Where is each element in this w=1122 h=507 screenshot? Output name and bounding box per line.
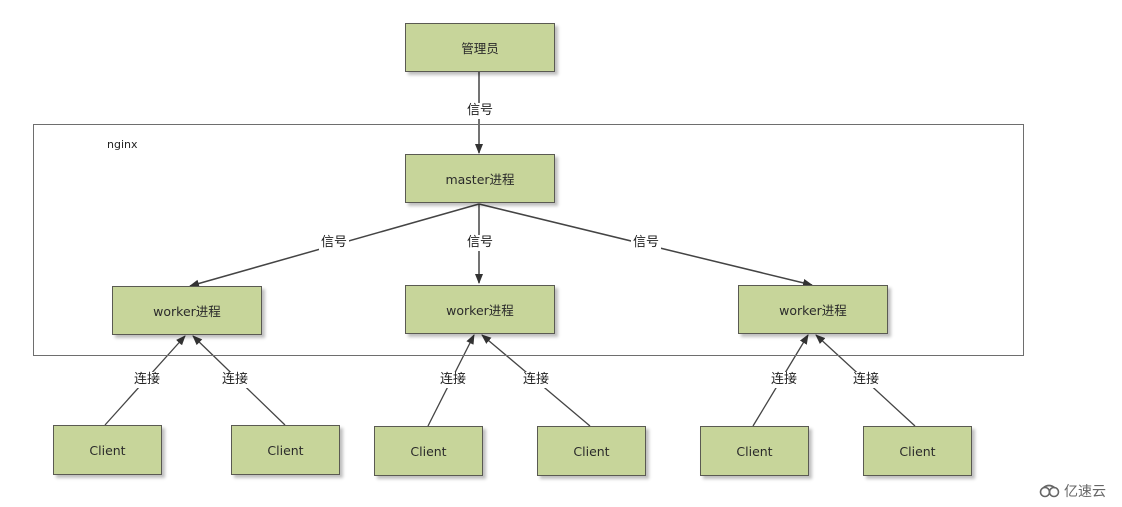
nginx-label: nginx: [107, 138, 138, 151]
connect-label: 连接: [437, 372, 469, 388]
cloud-logo-icon: [1039, 484, 1060, 498]
master-process-box: master进程: [405, 154, 555, 203]
manager-box: 管理员: [405, 23, 555, 72]
connect-label: 连接: [219, 372, 251, 388]
nginx-container: [33, 124, 1024, 356]
worker-process-box: worker进程: [405, 285, 555, 334]
client-box: Client: [863, 426, 972, 476]
connect-label: 连接: [520, 372, 552, 388]
worker-process-box: worker进程: [112, 286, 262, 335]
signal-label: 信号: [318, 235, 350, 251]
client-box: Client: [231, 425, 340, 475]
watermark: 亿速云: [1039, 481, 1106, 501]
client-box: Client: [53, 425, 162, 475]
signal-label: 信号: [464, 103, 496, 119]
signal-label: 信号: [464, 235, 496, 251]
connect-label: 连接: [131, 372, 163, 388]
connect-label: 连接: [768, 372, 800, 388]
watermark-text: 亿速云: [1064, 484, 1106, 500]
client-box: Client: [374, 426, 483, 476]
signal-label: 信号: [630, 235, 662, 251]
worker-process-box: worker进程: [738, 285, 888, 334]
client-box: Client: [537, 426, 646, 476]
client-box: Client: [700, 426, 809, 476]
connect-label: 连接: [850, 372, 882, 388]
